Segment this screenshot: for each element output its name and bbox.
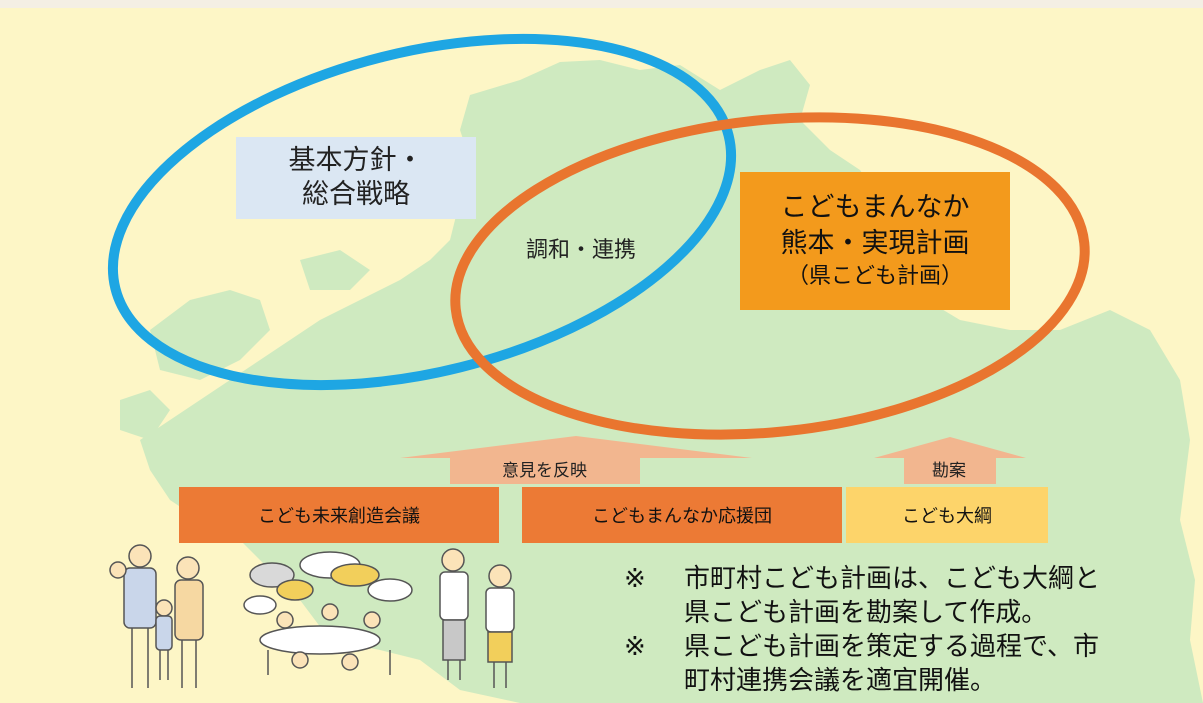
top-border: [0, 0, 1203, 8]
plan-box-line2: 熊本・実現計画: [780, 228, 970, 259]
consider-arrow: [874, 437, 1026, 484]
plan-box-line1: こどもまんなか: [780, 192, 970, 223]
note-2-mark: ※: [624, 632, 646, 662]
note-2-line1: 県こども計画を策定する過程で、市: [684, 632, 1099, 662]
reflect-arrow: [400, 436, 752, 484]
note-1-mark: ※: [624, 564, 646, 594]
family-illustration: [109, 544, 204, 688]
policy-box-line2: 総合戦略: [302, 179, 410, 210]
islands: [120, 250, 370, 440]
consider-arrow-label: 勘案: [932, 461, 966, 481]
meeting-illustration: [243, 551, 413, 675]
overlap-label: 調和・連携: [526, 238, 637, 263]
note-1: ※ 市町村こども計画は、こども大綱と 県こども計画を勘案して作成。: [624, 562, 1184, 630]
reflect-arrow-label: 意見を反映: [502, 461, 587, 481]
students-illustration: [439, 548, 515, 688]
org-support-group: こどもまんなか応援団: [522, 487, 842, 543]
policy-box: 基本方針・ 総合戦略: [236, 137, 476, 219]
plan-box-line3: （県こども計画）: [786, 264, 963, 289]
plan-ellipse: [450, 112, 1090, 440]
note-1-line1: 市町村こども計画は、こども大綱と: [684, 564, 1101, 594]
note-2: ※ 県こども計画を策定する過程で、市 町村連携会議を適宜開催。: [624, 630, 1184, 698]
org-children-outline: こども大綱: [846, 487, 1048, 543]
policy-box-line1: 基本方針・: [288, 145, 424, 176]
policy-ellipse: [107, 33, 737, 391]
plan-box: こどもまんなか 熊本・実現計画 （県こども計画）: [740, 172, 1010, 310]
note-2-line2: 町村連携会議を適宜開催。: [684, 666, 997, 696]
org-future-council: こども未来創造会議: [179, 487, 499, 543]
note-1-line2: 県こども計画を勘案して作成。: [684, 598, 1048, 628]
